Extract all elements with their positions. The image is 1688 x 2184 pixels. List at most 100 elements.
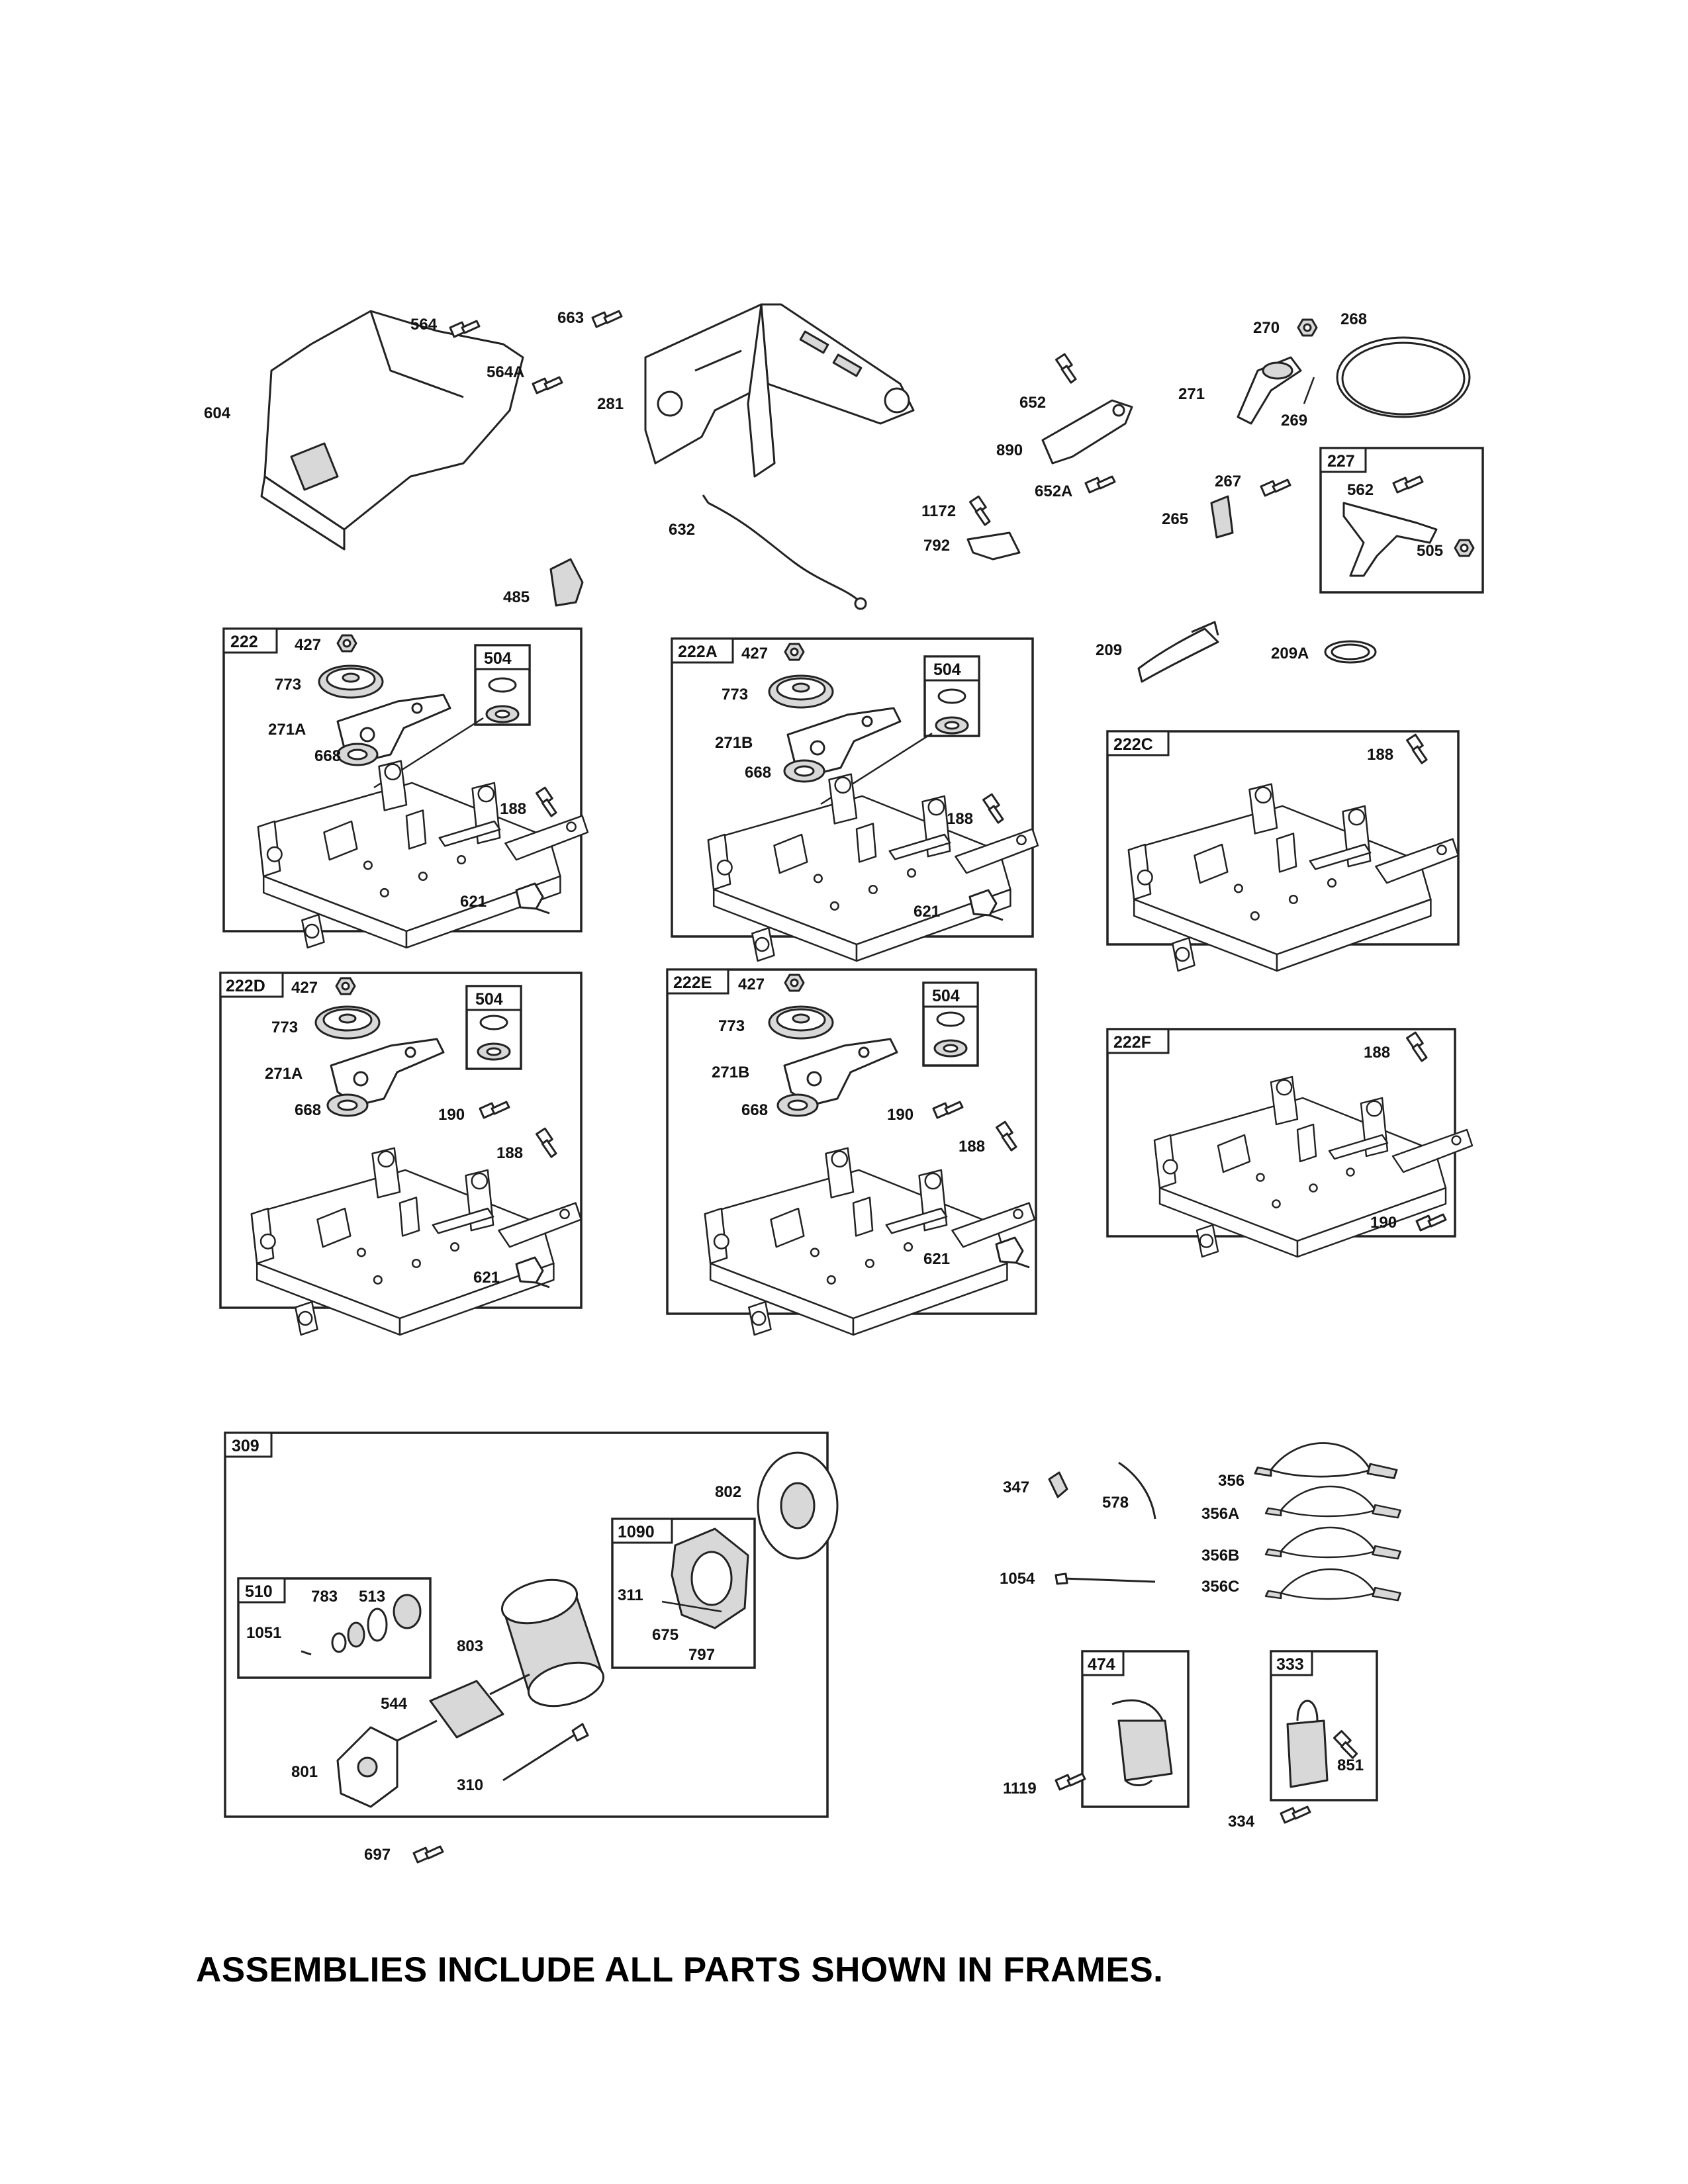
part-label: 209 [1096,641,1122,659]
part-label: 1119 [1003,1780,1037,1797]
blower-housing-604: 604 [204,310,524,551]
cable-632: 632 [669,494,867,610]
part-label: 578 [1102,1494,1129,1512]
plate-792: 1172 792 [921,494,1021,561]
part-564: 564 [410,316,481,338]
part-label: 265 [1162,510,1188,528]
frame-tag: 504 [484,649,512,668]
part-label: 188 [1367,746,1393,764]
part-label: 334 [1228,1813,1255,1831]
part-label: 1054 [1000,1570,1035,1588]
spring-209: 209 209A [1096,620,1377,683]
control-bracket-281: 281 [597,303,915,478]
frame-tag: 222F [1113,1033,1151,1052]
part-label: 1051 [246,1624,281,1642]
part-label: 427 [295,636,321,654]
frame-222A: 222A 504 427 773 271B 668 188 621 [671,637,1039,962]
part-label: 190 [438,1106,465,1124]
housing-803: 803 [457,1578,605,1707]
part-label: 270 [1253,319,1280,337]
end-cap-801: 801 [291,1726,399,1808]
part-label: 663 [557,309,584,327]
part-label: 1172 [921,502,956,520]
part-697: 697 [364,1845,444,1864]
part-label: 281 [597,395,624,413]
part-label: 190 [887,1106,914,1124]
part-label: 271B [715,734,753,752]
frame-tag: 510 [245,1582,273,1601]
frame-309: 309 802 1090 311 675 797 510 783 513 105… [224,1432,839,1818]
frame-222F: 222F 188 190 [1106,1028,1474,1258]
assemblies-note: ASSEMBLIES INCLUDE ALL PARTS SHOWN IN FR… [196,1950,1164,1989]
part-label: 347 [1003,1479,1029,1496]
part-663: 663 [557,309,623,328]
part-label: 783 [311,1588,338,1606]
part-label: 356 [1218,1472,1244,1490]
part-label: 697 [364,1846,391,1864]
part-label: 668 [741,1101,768,1119]
brush-plate-1090: 311 675 797 [618,1527,749,1664]
part-label: 209A [1271,645,1309,662]
harness-356C: 356C [1201,1568,1401,1602]
part-label: 621 [460,893,487,911]
part-label: 564 [410,316,438,334]
frame-tag: 222 [230,633,258,651]
part-label: 773 [718,1017,745,1035]
frame-tag: 1090 [618,1523,655,1541]
part-label: 427 [741,645,768,662]
part-label: 271A [268,721,306,739]
part-578: 578 [1102,1461,1156,1520]
part-label: 427 [738,976,765,993]
part-label: 564A [487,363,524,381]
harness-356B: 356B [1201,1526,1401,1565]
part-label: 802 [715,1483,741,1501]
part-label: 803 [457,1637,483,1655]
part-label: 652 [1019,394,1046,412]
part-label: 513 [359,1588,385,1606]
part-label: 621 [923,1250,950,1268]
part-label: 668 [745,764,771,782]
bracket-890: 652 890 652A [996,351,1133,500]
part-label: 621 [914,903,940,921]
part-label: 188 [959,1138,985,1156]
part-label: 668 [295,1101,321,1119]
part-label: 773 [722,686,748,704]
frame-tag: 504 [932,987,960,1005]
part-label: 773 [275,676,301,694]
frame-tag: 222E [673,974,712,992]
part-label: 632 [669,521,695,539]
part-label: 188 [500,800,526,818]
part-485: 485 [503,558,584,607]
part-label: 269 [1281,412,1307,430]
part-label: 271B [712,1064,749,1081]
frame-474: 474 1119 [1003,1650,1190,1808]
frame-222E: 222E 504 427 773 271B 668 190 188 621 [666,968,1037,1336]
part-label: 652A [1035,482,1072,500]
part-label: 621 [473,1269,500,1287]
armature-544: 544 [381,1673,530,1742]
frame-tag: 504 [933,660,961,679]
frame-tag: 504 [475,990,503,1009]
tie-1054: 1054 [1000,1570,1156,1588]
part-label: 271A [265,1065,303,1083]
frame-tag: 474 [1088,1655,1115,1674]
part-label: 890 [996,441,1023,459]
frame-333: 333 851 334 [1228,1650,1378,1831]
frame-222D: 222D 504 427 773 271A 668 190 188 621 [219,972,583,1336]
part-label: 797 [688,1646,715,1664]
frame-227: 227 562 505 [1319,447,1484,594]
part-label: 675 [652,1626,679,1644]
part-label: 356B [1201,1547,1239,1565]
part-label: 851 [1337,1756,1364,1774]
part-label: 544 [381,1695,408,1713]
harness-356: 356 [1218,1442,1398,1490]
part-label: 485 [503,588,530,606]
part-label: 562 [1347,481,1374,499]
pinion-gear-510: 783 513 1051 [246,1588,422,1656]
part-label: 668 [314,747,341,765]
part-label: 356C [1201,1578,1239,1596]
bolt-310: 310 [457,1723,589,1794]
part-label: 267 [1215,473,1241,490]
part-label: 310 [457,1776,483,1794]
